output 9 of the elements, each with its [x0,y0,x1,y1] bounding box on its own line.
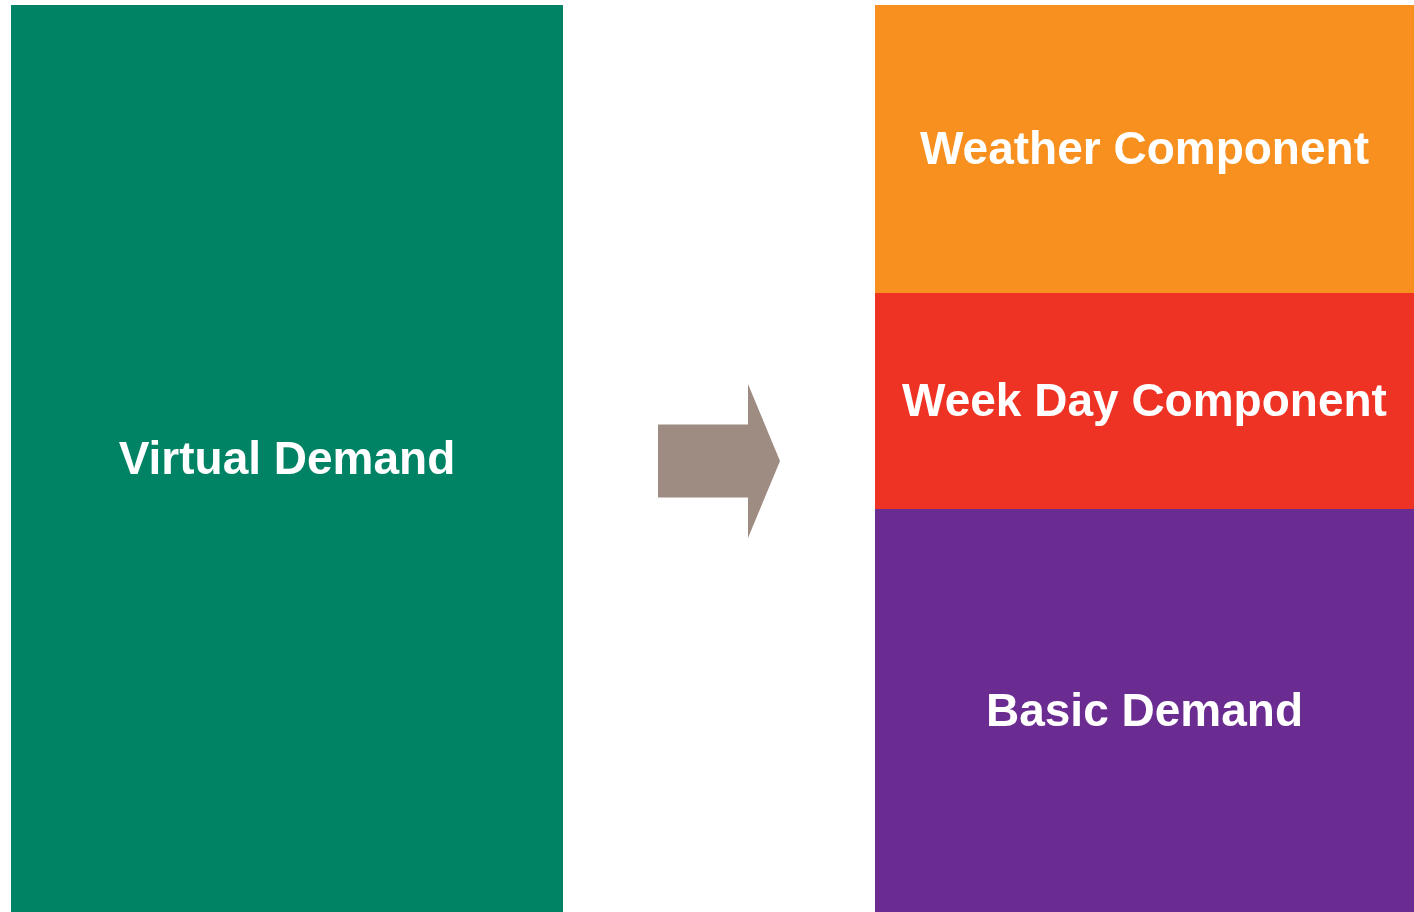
block-arrow [658,384,780,538]
component-block [875,5,1414,293]
component-block [875,509,1414,912]
block-label: Week Day Component [902,373,1387,429]
component-block [11,5,563,912]
block-label: Weather Component [920,121,1369,177]
component-block [875,293,1414,509]
block-label: Basic Demand [986,682,1303,738]
block-label: Virtual Demand [118,430,456,486]
